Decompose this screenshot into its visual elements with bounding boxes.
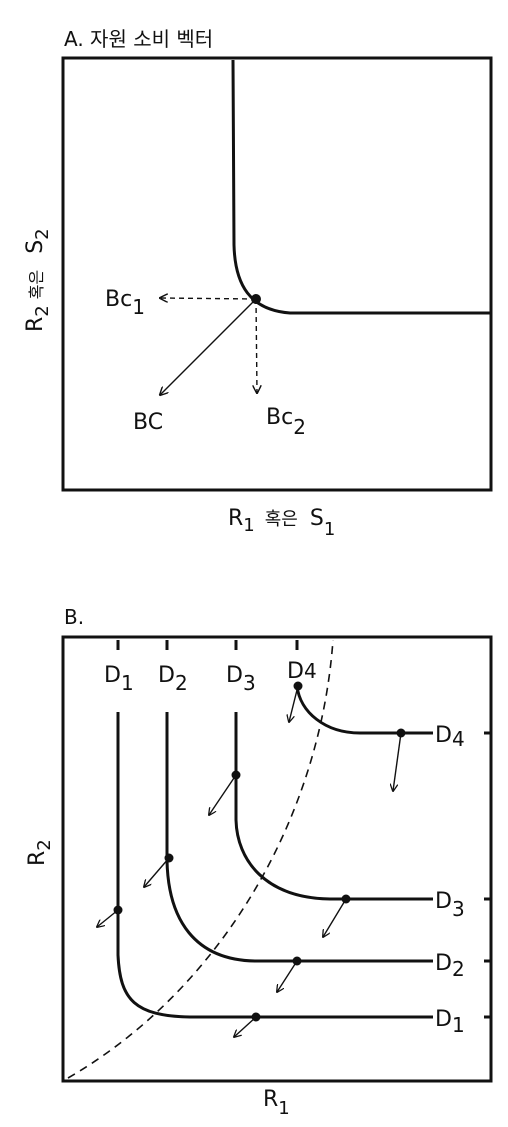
d3-top-label: D3 xyxy=(226,663,256,695)
panel-b-frame xyxy=(61,635,493,1083)
panel-b-title: B. xyxy=(64,605,84,629)
d2-upper-arrow xyxy=(144,857,170,887)
bc1-vector xyxy=(160,298,257,299)
panel-a-zngi-curve xyxy=(231,59,490,315)
bc2-label: Bc2 xyxy=(266,405,306,439)
d1-upper-arrow xyxy=(97,909,119,927)
d4-top-label: D4 xyxy=(287,659,317,684)
d1-lower-arrow xyxy=(234,1016,257,1037)
panel-b-ylabel: R2 xyxy=(25,839,55,866)
d1-curve xyxy=(116,640,490,1019)
d2-top-label: D2 xyxy=(158,663,188,695)
panel-a-title: A. 자원 소비 벡터 xyxy=(64,27,213,51)
bc-label: BC xyxy=(133,410,163,435)
d4-upper-arrow xyxy=(289,685,299,722)
panel-b-dashed-boundary xyxy=(67,639,334,1079)
d1-right-label: D1 xyxy=(435,1007,465,1037)
panel-a-equilibrium-point xyxy=(251,294,261,304)
d3-upper-arrow xyxy=(209,774,237,815)
d2-right-label: D2 xyxy=(435,951,465,981)
d3-lower-arrow xyxy=(323,898,347,937)
bc2-vector xyxy=(256,298,257,393)
d2-curve xyxy=(165,640,490,963)
panel-b: B. D1 D2 D3 D4 D4 xyxy=(25,605,493,1119)
bc-vector xyxy=(160,298,257,395)
bc1-label: Bc1 xyxy=(105,287,145,319)
d4-right-label: D4 xyxy=(435,723,465,751)
d3-curve xyxy=(234,640,490,901)
d3-right-label: D3 xyxy=(435,889,465,921)
d2-lower-arrow xyxy=(277,960,298,992)
d4-lower-arrow xyxy=(393,732,402,791)
panel-b-xlabel: R1 xyxy=(263,1087,290,1119)
panel-a-ylabel: R2혹은S2 xyxy=(23,228,53,332)
d4-curve xyxy=(295,640,490,735)
panel-a-frame xyxy=(61,56,493,492)
d1-top-label: D1 xyxy=(104,663,134,695)
